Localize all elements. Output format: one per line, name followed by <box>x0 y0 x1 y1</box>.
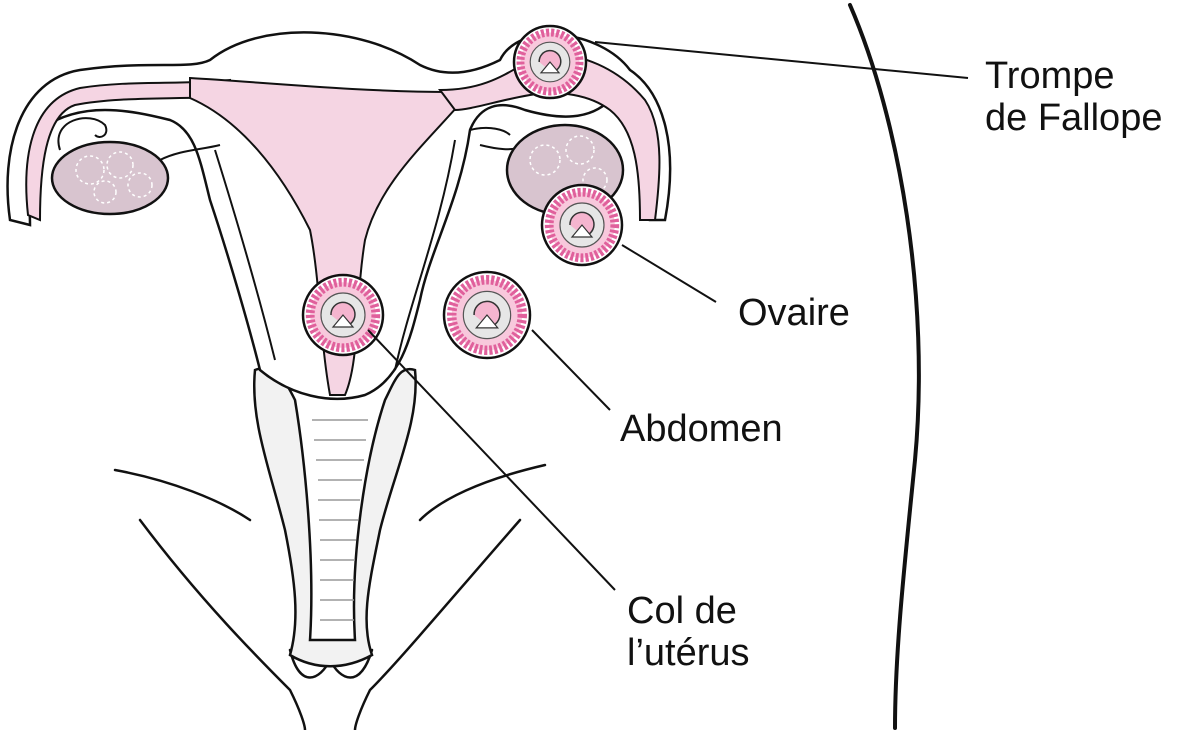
label-cervix-line2: l’utérus <box>627 632 750 674</box>
uterine-wall-inner <box>214 139 456 371</box>
vagina <box>253 367 417 668</box>
leader-line-ovary <box>621 244 717 303</box>
label-abdomen: Abdomen <box>620 408 783 450</box>
label-fallopian-tube: Trompe de Fallope <box>985 55 1162 139</box>
leader-line-cervix <box>367 329 616 591</box>
embryo-fallopian-tube <box>512 24 588 100</box>
embryo-uterus <box>301 273 385 357</box>
leader-line-fallopian-tube <box>594 41 969 79</box>
label-cervix: Col de l’utérus <box>627 590 750 674</box>
body-contour <box>848 3 921 730</box>
embryo-ovary <box>540 183 624 267</box>
label-fallopian-tube-line1: Trompe <box>985 55 1115 97</box>
fimbria-right <box>469 126 521 151</box>
label-fallopian-tube-line2: de Fallope <box>985 97 1163 139</box>
leader-line-abdomen <box>531 329 611 411</box>
right-thigh-line <box>353 463 547 730</box>
embryo-abdomen <box>442 270 532 360</box>
label-ovary: Ovaire <box>738 292 850 334</box>
fimbria-left <box>57 117 221 161</box>
label-cervix-line1: Col de <box>627 590 737 632</box>
left-thigh-line <box>113 468 307 730</box>
